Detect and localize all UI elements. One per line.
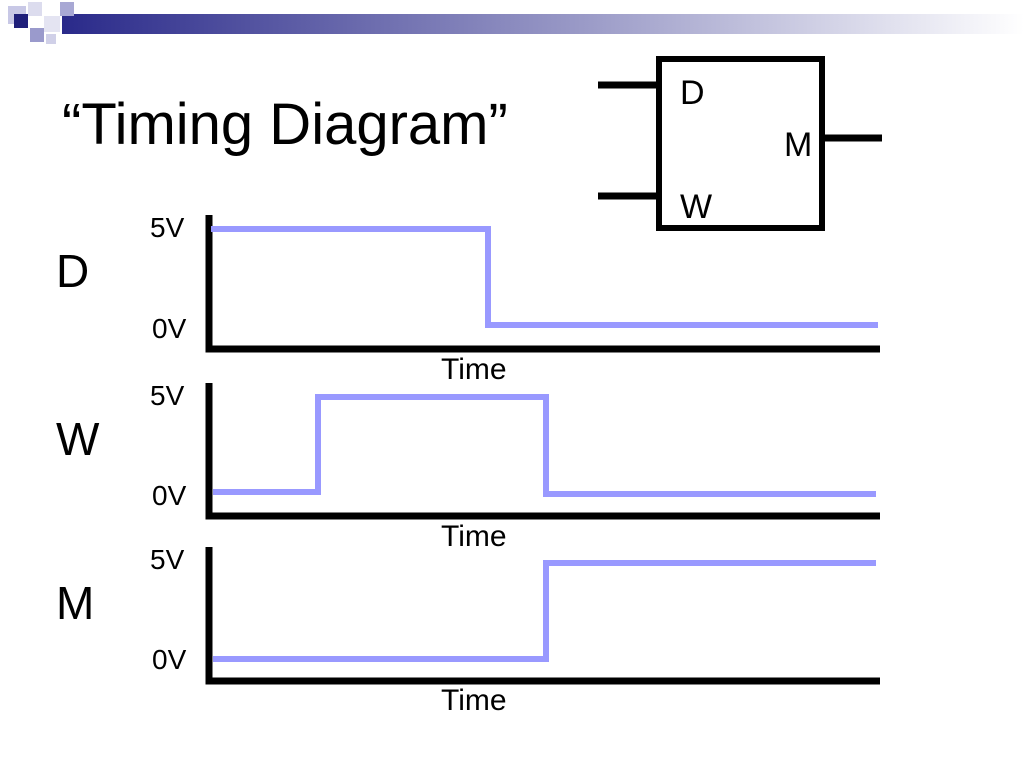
- block-input-d-label: D: [680, 74, 705, 112]
- plot-d-axes: [205, 215, 880, 353]
- signal-w-label: W: [56, 413, 100, 465]
- plot-m-axes: [205, 547, 880, 685]
- signal-d-label: D: [56, 245, 90, 297]
- plot-m: [205, 547, 880, 685]
- plot-m-time-label: Time: [441, 684, 507, 717]
- plot-d-5v-label: 5V: [150, 212, 185, 243]
- signal-d-trace: [211, 226, 878, 328]
- header-decoration: [8, 2, 1024, 44]
- block-output-m-label: M: [784, 126, 813, 164]
- block-input-w-label: W: [680, 188, 713, 226]
- plot-w-0v-label: 0V: [152, 480, 187, 511]
- logic-block: [598, 56, 882, 231]
- plot-w: [205, 383, 880, 520]
- plot-w-5v-label: 5V: [150, 380, 185, 411]
- plot-d-time-label: Time: [441, 353, 507, 386]
- signal-m-label: M: [56, 577, 95, 629]
- slide-title: “Timing Diagram”: [62, 92, 508, 157]
- plot-w-axes: [205, 383, 880, 520]
- plot-m-0v-label: 0V: [152, 644, 187, 675]
- plot-d-0v-label: 0V: [152, 313, 187, 344]
- plot-w-time-label: Time: [441, 520, 507, 553]
- signal-m-trace: [213, 560, 876, 662]
- plot-m-5v-label: 5V: [150, 544, 185, 575]
- signal-w-trace: [213, 394, 876, 497]
- plot-d: [205, 215, 880, 353]
